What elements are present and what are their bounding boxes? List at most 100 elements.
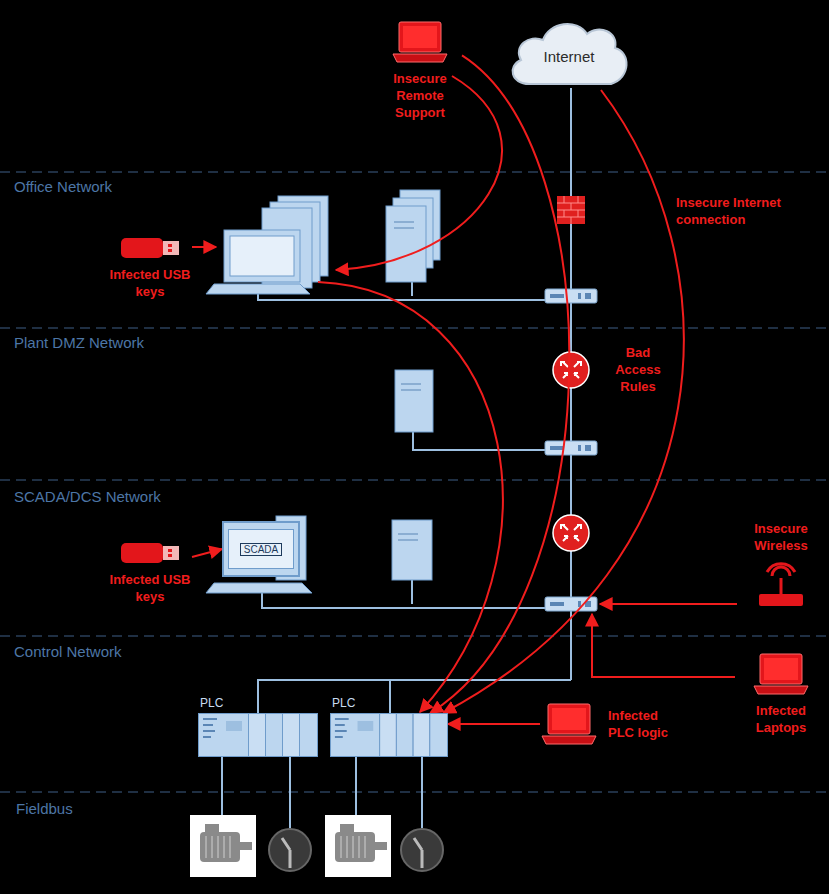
zone-divider (0, 171, 829, 172)
node-text: Infected USB keys (108, 266, 192, 300)
plc-body (330, 713, 448, 757)
router-symbol (561, 525, 581, 541)
network-cable (389, 680, 391, 713)
node-text: Internet (544, 48, 595, 65)
attack-arrow (192, 549, 222, 557)
router-symbol (553, 352, 589, 551)
switch-port (550, 294, 564, 298)
switch-port (550, 293, 591, 607)
field-motor (206, 836, 230, 858)
switch-port (578, 601, 581, 607)
scada-workstation (206, 583, 312, 593)
threat-node: Infected USB keys (108, 236, 192, 300)
attack-path (192, 76, 737, 712)
attack-path (318, 282, 503, 712)
node-text: SCADA (240, 543, 282, 556)
dmz-server (395, 370, 433, 432)
threat-node: Insecure Wireless (736, 520, 826, 608)
network-cable (355, 757, 357, 815)
field-motor (190, 815, 391, 877)
threat-node: Insecure Remote Support (378, 20, 462, 121)
switch-port (578, 445, 581, 451)
scada-workstation (206, 516, 432, 593)
field-gauge (269, 829, 311, 871)
field-motor (190, 815, 256, 877)
threat-node: Infected PLC logic (540, 702, 678, 746)
field-gauge (414, 838, 422, 868)
office-workstation (206, 196, 328, 294)
zone-label: Fieldbus (16, 800, 73, 817)
office-server (386, 190, 440, 282)
field-motor (325, 815, 391, 877)
network-cable (289, 757, 291, 828)
network-cable (421, 757, 423, 828)
router-symbol (553, 352, 589, 388)
attack-arrow (448, 723, 540, 725)
switch-port (578, 293, 581, 299)
attack-path (192, 246, 216, 248)
threat-node: Infected Laptops (736, 652, 826, 736)
node-text: Insecure Remote Support (378, 70, 462, 121)
node-text: PLC (332, 696, 355, 710)
firewall (557, 196, 585, 224)
zone-divider (0, 791, 829, 792)
network-cable (413, 432, 545, 450)
office-workstation (230, 236, 294, 276)
switch-port (550, 446, 564, 450)
field-gauge (282, 838, 290, 868)
laptop-icon (540, 702, 598, 746)
office-workstation (206, 284, 310, 294)
office-server (386, 206, 426, 282)
network-switch (545, 289, 597, 611)
usb-icon (119, 236, 181, 260)
node-text: Infected USB keys (108, 571, 192, 605)
firewall (557, 196, 585, 224)
threat-label: Bad Access Rules (610, 344, 666, 395)
attack-path (600, 603, 737, 605)
zone-label: Plant DMZ Network (14, 334, 144, 351)
network-cable (411, 282, 413, 296)
field-motor (340, 824, 354, 832)
office-server (394, 222, 414, 228)
node-text: Infected PLC logic (608, 707, 678, 741)
scada-workstation (392, 520, 432, 580)
network-cable (222, 88, 571, 828)
switch-port (550, 602, 564, 606)
router-symbol (553, 515, 589, 551)
field-motor (200, 832, 240, 862)
node-text: Insecure Wireless (736, 520, 826, 554)
dmz-server (395, 370, 433, 432)
cloud-node: Internet (505, 14, 633, 90)
field-motor (341, 836, 365, 858)
edge-label: Insecure Internet connection (676, 194, 816, 228)
network-cable (262, 592, 545, 608)
zone-divider (0, 635, 829, 636)
laptop-icon (752, 652, 810, 696)
wireless-router-icon (755, 558, 807, 608)
field-motor (335, 832, 375, 862)
network-cable (258, 680, 571, 713)
switch-port (585, 293, 591, 299)
plc-module: PLC (330, 713, 448, 757)
switch-port (585, 445, 591, 451)
attack-path (592, 614, 735, 677)
field-gauge (269, 829, 443, 871)
zone-label: Office Network (14, 178, 112, 195)
zone-divider (0, 479, 829, 480)
office-workstation (224, 230, 300, 282)
node-text: Infected Laptops (736, 702, 826, 736)
firewall (557, 196, 585, 224)
threat-node: Infected USB keys (108, 541, 192, 605)
laptop-icon (391, 20, 449, 64)
attack-arrow (430, 55, 569, 713)
scada-monitor: SCADA (222, 521, 300, 577)
network-switch (545, 441, 597, 455)
monitor-screen: SCADA (228, 529, 294, 569)
network-cable (221, 757, 223, 815)
field-motor (240, 842, 252, 850)
network-cable (411, 580, 413, 604)
plc-module: PLC (198, 713, 318, 757)
node-text: PLC (200, 696, 223, 710)
